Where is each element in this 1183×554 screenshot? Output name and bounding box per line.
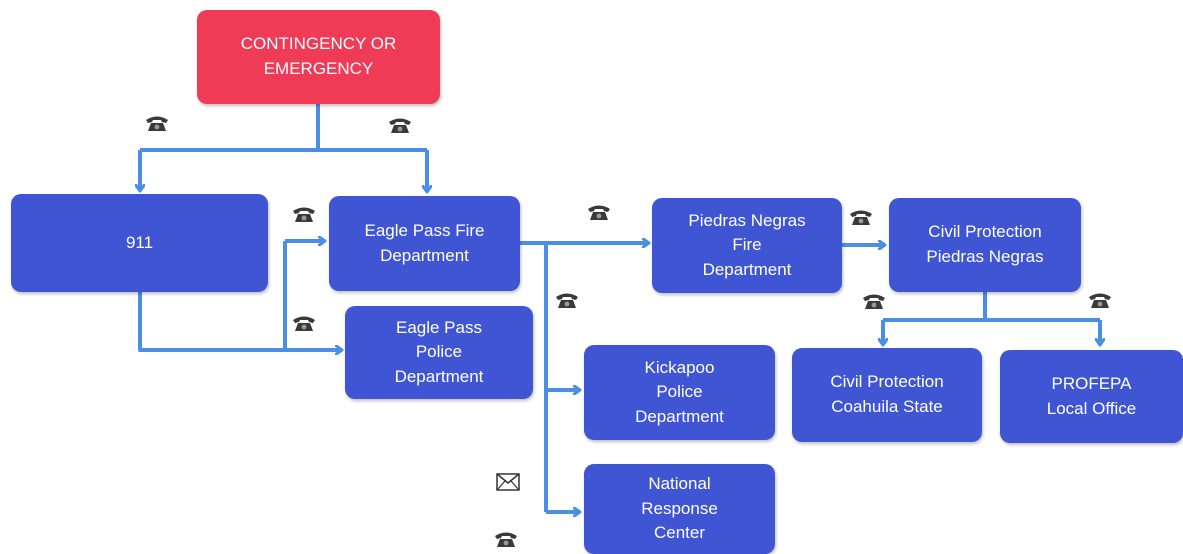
node-label: PROFEPA Local Office — [1046, 373, 1137, 418]
node-piedras-negras-fire: Piedras Negras Fire Department — [652, 198, 842, 293]
node-civil-protection-piedras-negras: Civil Protection Piedras Negras — [889, 198, 1081, 292]
node-eagle-pass-police: Eagle Pass Police Department — [345, 306, 533, 399]
connector-911-down — [138, 292, 285, 352]
telephone-icon — [850, 210, 872, 225]
node-contingency-emergency: CONTINGENCY OR EMERGENCY — [197, 10, 440, 104]
node-label: Eagle Pass Police Department — [394, 317, 484, 386]
node-label: National Response Center — [641, 474, 718, 543]
node-label: Civil Protection Piedras Negras — [926, 222, 1044, 266]
telephone-icon — [293, 207, 315, 222]
telephone-icon — [293, 316, 315, 331]
telephone-icon — [495, 532, 517, 547]
telephone-icon — [389, 118, 411, 133]
node-kickapoo-police: Kickapoo Police Department — [584, 345, 775, 440]
node-label: Kickapoo Police Department — [635, 357, 724, 426]
node-national-response-center: National Response Center — [584, 464, 775, 554]
node-911: 911 — [11, 194, 268, 292]
telephone-icon — [1089, 293, 1111, 308]
telephone-icon — [146, 116, 168, 131]
node-label: Civil Protection Coahuila State — [830, 372, 944, 416]
node-label: CONTINGENCY OR EMERGENCY — [240, 34, 397, 78]
telephone-icon — [556, 293, 578, 308]
node-eagle-pass-fire: Eagle Pass Fire Department — [329, 196, 520, 291]
node-label: Piedras Negras Fire Department — [688, 210, 806, 279]
telephone-icon — [588, 205, 610, 220]
node-label: Eagle Pass Fire Department — [364, 220, 485, 265]
telephone-icon — [863, 294, 885, 309]
node-label: 911 — [125, 232, 154, 252]
node-civil-protection-coahuila: Civil Protection Coahuila State — [792, 348, 982, 442]
envelope-icon — [496, 473, 520, 491]
node-profepa-local-office: PROFEPA Local Office — [1000, 350, 1183, 443]
